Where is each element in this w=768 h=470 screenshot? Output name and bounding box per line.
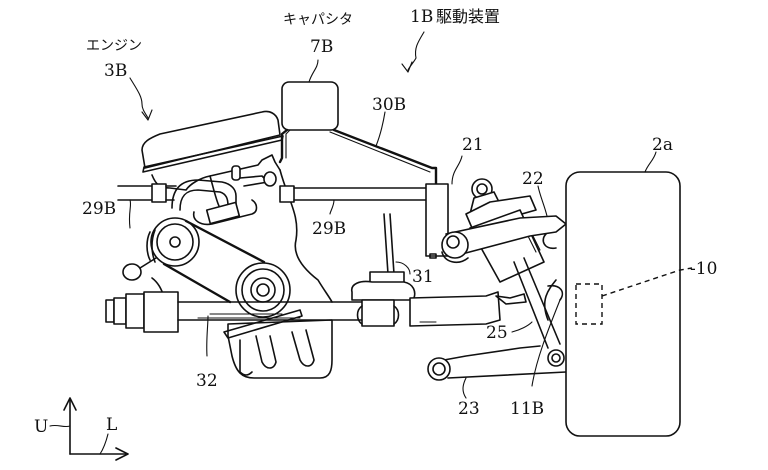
drive-shaft <box>117 183 427 203</box>
direction-axes <box>49 397 129 461</box>
lower-arm <box>427 345 567 399</box>
steering-ref: 31 <box>412 267 434 287</box>
lower-arm-leader <box>462 377 467 399</box>
engine-arrow <box>129 77 149 119</box>
capacitor-label-jp: キャパシタ <box>283 12 353 28</box>
axis-left-label: L <box>106 415 117 435</box>
knuckle-leader <box>531 299 561 387</box>
engine-label-jp: エンジン <box>86 38 142 54</box>
motor-ref: 21 <box>462 135 484 155</box>
cable-leader <box>375 111 386 147</box>
drive-belt <box>184 219 266 264</box>
wheel-leader <box>644 151 657 173</box>
engine-ref: 3B <box>104 61 127 81</box>
left-arrowhead <box>115 447 129 461</box>
tie-rod-ref: 32 <box>196 371 218 391</box>
steering-leader <box>395 261 411 275</box>
strut-knuckle <box>511 257 565 387</box>
strut-leader <box>511 321 533 333</box>
tie-rod-leader <box>206 315 209 357</box>
strut-ref: 25 <box>486 323 508 343</box>
sensor-ref: -10 <box>690 259 717 279</box>
wheel-ref: 2a <box>652 135 673 155</box>
shaft-left-leader <box>128 199 132 229</box>
cable-ref: 30B <box>372 95 406 115</box>
upper-arm-leader <box>537 185 548 217</box>
engine-arrowhead <box>141 109 153 121</box>
drive-device-arrow <box>407 31 425 71</box>
upper-arm-ref: 22 <box>522 169 544 189</box>
power-cable <box>278 111 438 186</box>
capacitor <box>281 59 339 131</box>
shaft-mid-ref: 29B <box>312 219 346 239</box>
up-arrowhead <box>63 397 77 411</box>
sensor-leader <box>601 267 693 297</box>
knuckle-ref: 11B <box>510 399 544 419</box>
upper-arm <box>441 185 567 264</box>
drive-device-ref: 1B <box>410 7 433 27</box>
lower-pulley <box>235 262 291 318</box>
motor-leader <box>451 155 463 185</box>
drive-device-title: 駆動装置 <box>436 7 500 26</box>
steering-rack <box>350 213 416 301</box>
wheel <box>565 151 681 437</box>
upper-pulley <box>150 217 200 267</box>
axis-up-label: U <box>34 417 48 437</box>
engine <box>122 110 333 379</box>
motor <box>425 155 463 259</box>
drive-device-arrowhead <box>401 61 413 73</box>
tie-rod <box>105 291 527 357</box>
lower-arm-ref: 23 <box>458 399 480 419</box>
oil-pan <box>223 309 333 379</box>
shaft-left-ref: 29B <box>82 199 116 219</box>
capacitor-ref: 7B <box>310 37 333 57</box>
sensor <box>575 267 693 325</box>
shaft-mid-leader <box>329 199 335 215</box>
capacitor-leader <box>308 59 319 83</box>
